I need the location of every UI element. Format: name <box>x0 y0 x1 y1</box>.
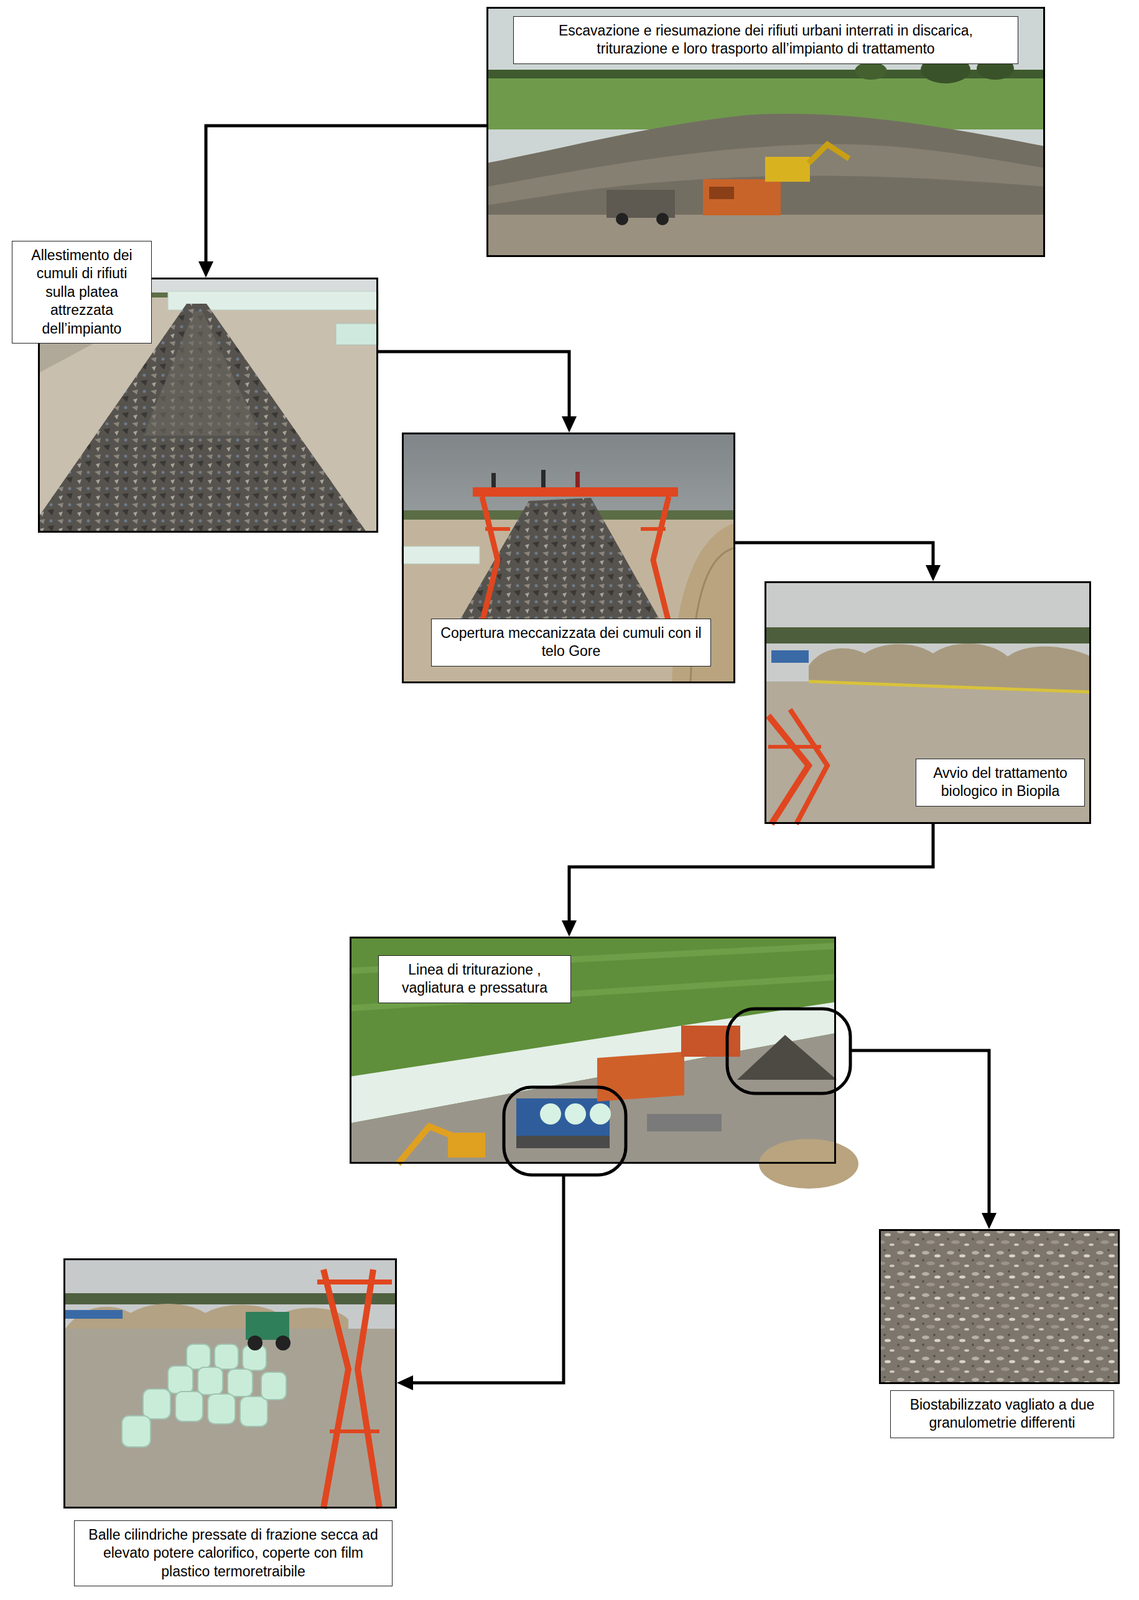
highlight-oval <box>503 1086 626 1175</box>
arrowhead <box>925 564 941 582</box>
flow-arrow <box>396 1174 564 1390</box>
photo-panel: Avvio del trattamento biologico in Biopi… <box>764 581 1092 824</box>
arrowhead <box>561 416 577 433</box>
photo-panel: Balle cilindriche pressate di frazione s… <box>63 1257 397 1508</box>
biopile-photo <box>764 581 1092 824</box>
caption-text: Escavazione e riesumazione dei rifiuti u… <box>521 21 1011 59</box>
caption-box: Biostabilizzato vagliato a due granulome… <box>890 1389 1115 1438</box>
caption-box: Copertura meccanizzata dei cumuli con il… <box>431 618 712 667</box>
biostabilized-photo <box>878 1228 1120 1384</box>
flow-arrow <box>735 542 941 582</box>
connector-line <box>735 542 934 567</box>
treatment-line-photo <box>349 936 859 1189</box>
caption-box: Allestimento dei cumuli di rifiuti sulla… <box>11 240 152 344</box>
covering-photo <box>401 432 736 684</box>
caption-text: Copertura meccanizzata dei cumuli con il… <box>439 623 703 661</box>
photo-panel: Escavazione e riesumazione dei rifiuti u… <box>486 6 1046 257</box>
photo-panel: Copertura meccanizzata dei cumuli con il… <box>401 432 736 684</box>
caption-box: Avvio del trattamento biologico in Biopi… <box>915 758 1085 807</box>
flow-arrow <box>378 351 577 433</box>
flow-arrow <box>198 125 487 278</box>
flow-arrow <box>850 1050 997 1229</box>
connector-line <box>205 125 487 263</box>
arrowhead <box>198 261 214 278</box>
caption-text: Linea di triturazione , vagliatura e pre… <box>386 960 563 998</box>
highlight-oval <box>727 1008 851 1093</box>
bales-photo <box>63 1257 397 1508</box>
caption-text: Balle cilindriche pressate di frazione s… <box>82 1525 385 1581</box>
arrowhead <box>396 1374 414 1390</box>
caption-box: Escavazione e riesumazione dei rifiuti u… <box>513 16 1019 65</box>
photo-panel: Biostabilizzato vagliato a due granulome… <box>878 1228 1120 1384</box>
caption-box: Linea di triturazione , vagliatura e pre… <box>378 954 572 1003</box>
photo-panel: Allestimento dei cumuli di rifiuti sulla… <box>37 277 379 533</box>
caption-box: Balle cilindriche pressate di frazione s… <box>74 1519 393 1586</box>
caption-text: Allestimento dei cumuli di rifiuti sulla… <box>19 246 144 338</box>
arrowhead <box>561 920 577 937</box>
excavation-photo <box>486 6 1046 257</box>
connector-line <box>411 1174 564 1383</box>
arrowhead <box>981 1212 997 1229</box>
flow-arrow <box>561 823 934 937</box>
connector-line <box>850 1050 990 1214</box>
connector-line <box>378 351 570 418</box>
connector-line <box>569 823 934 922</box>
photo-panel: Linea di triturazione , vagliatura e pre… <box>349 936 837 1164</box>
caption-text: Avvio del trattamento biologico in Biopi… <box>923 763 1077 801</box>
caption-text: Biostabilizzato vagliato a due granulome… <box>898 1395 1107 1432</box>
